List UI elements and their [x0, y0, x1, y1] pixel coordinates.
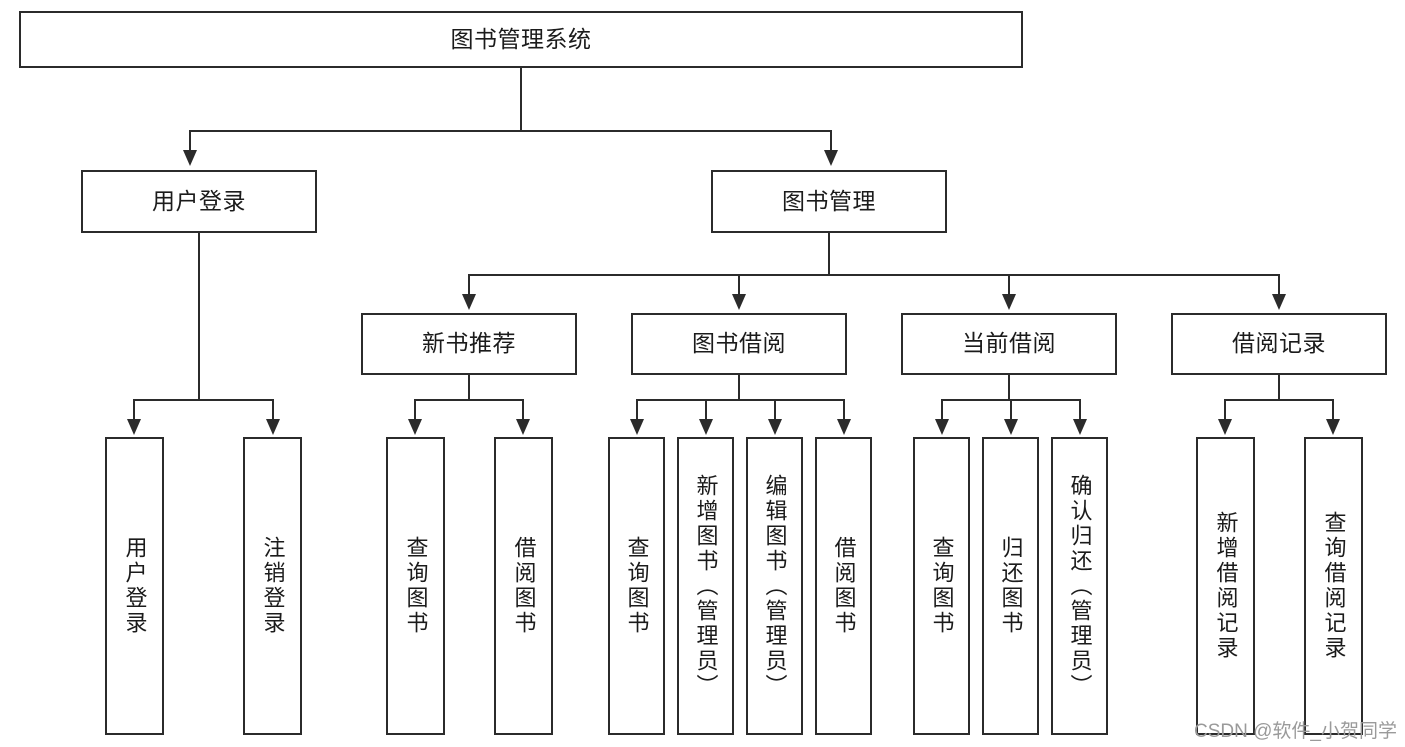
connector-book-mgmt-drop-3 — [1008, 274, 1010, 296]
arrowhead-book-borrow — [732, 294, 746, 310]
connector-borrow-record-stem — [1278, 375, 1280, 400]
connector-root-to-user-login — [189, 130, 191, 152]
node-leaf-confirm-return-admin[interactable]: 确认归还（管理员） — [1051, 437, 1108, 735]
node-current-borrow[interactable]: 当前借阅 — [901, 313, 1117, 375]
node-label: 查询借阅记录 — [1321, 511, 1347, 661]
arrowhead-current-borrow — [1002, 294, 1016, 310]
connector-borrow-record-drop-1 — [1224, 399, 1226, 421]
connector-current-borrow-drop-3 — [1079, 399, 1081, 421]
connector-book-borrow-bus — [636, 399, 845, 401]
connector-new-book-stem — [468, 375, 470, 400]
connector-borrow-record-drop-2 — [1332, 399, 1334, 421]
connector-root-to-book-mgmt — [830, 130, 832, 152]
node-borrow-record[interactable]: 借阅记录 — [1171, 313, 1387, 375]
node-leaf-borrow-book-new[interactable]: 借阅图书 — [494, 437, 553, 735]
node-leaf-user-login[interactable]: 用户登录 — [105, 437, 164, 735]
node-leaf-logout[interactable]: 注销登录 — [243, 437, 302, 735]
arrowhead-leaf-query-record — [1326, 419, 1340, 435]
arrowhead-leaf-user-login — [127, 419, 141, 435]
arrowhead-leaf-add-book — [699, 419, 713, 435]
node-label: 确认归还（管理员） — [1067, 473, 1093, 699]
connector-user-login-stem — [198, 233, 200, 400]
arrowhead-book-mgmt — [824, 150, 838, 166]
connector-book-borrow-drop-3 — [774, 399, 776, 421]
node-book-borrow[interactable]: 图书借阅 — [631, 313, 847, 375]
arrowhead-leaf-query-book-3 — [935, 419, 949, 435]
node-label: 用户登录 — [152, 187, 246, 214]
arrowhead-leaf-logout — [266, 419, 280, 435]
connector-book-borrow-drop-2 — [705, 399, 707, 421]
node-leaf-query-borrow-record[interactable]: 查询借阅记录 — [1304, 437, 1363, 735]
connector-user-login-bus — [133, 399, 274, 401]
node-label: 新增图书（管理员） — [693, 473, 719, 699]
node-leaf-query-book-current[interactable]: 查询图书 — [913, 437, 970, 735]
connector-new-book-drop-2 — [522, 399, 524, 421]
connector-new-book-drop-1 — [414, 399, 416, 421]
node-new-book-recommend[interactable]: 新书推荐 — [361, 313, 577, 375]
node-label: 新书推荐 — [422, 330, 516, 357]
arrowhead-leaf-query-book-2 — [630, 419, 644, 435]
node-label: 借阅记录 — [1232, 330, 1326, 357]
connector-book-borrow-drop-4 — [843, 399, 845, 421]
arrowhead-leaf-return-book — [1004, 419, 1018, 435]
connector-user-login-drop-1 — [133, 399, 135, 421]
connector-current-borrow-drop-2 — [1010, 399, 1012, 421]
node-label: 查询图书 — [624, 536, 650, 636]
node-label: 注销登录 — [260, 536, 286, 636]
connector-book-mgmt-bus — [468, 274, 1279, 276]
arrowhead-leaf-borrow-book-1 — [516, 419, 530, 435]
connector-book-mgmt-drop-4 — [1278, 274, 1280, 296]
connector-book-mgmt-drop-1 — [468, 274, 470, 296]
connector-current-borrow-drop-1 — [941, 399, 943, 421]
connector-new-book-bus — [414, 399, 524, 401]
arrowhead-leaf-borrow-book-2 — [837, 419, 851, 435]
connector-user-login-drop-2 — [272, 399, 274, 421]
node-leaf-add-book-admin[interactable]: 新增图书（管理员） — [677, 437, 734, 735]
node-leaf-query-book-borrow[interactable]: 查询图书 — [608, 437, 665, 735]
arrowhead-leaf-query-book-1 — [408, 419, 422, 435]
arrowhead-borrow-record — [1272, 294, 1286, 310]
node-label: 归还图书 — [998, 536, 1024, 636]
node-label: 图书管理 — [782, 187, 876, 214]
arrowhead-leaf-confirm-return — [1073, 419, 1087, 435]
node-label: 用户登录 — [122, 536, 148, 636]
node-leaf-add-borrow-record[interactable]: 新增借阅记录 — [1196, 437, 1255, 735]
arrowhead-new-book — [462, 294, 476, 310]
arrowhead-user-login — [183, 150, 197, 166]
connector-book-borrow-stem — [738, 375, 740, 400]
node-label: 借阅图书 — [511, 536, 537, 636]
node-label: 当前借阅 — [962, 330, 1056, 357]
node-leaf-query-book-new[interactable]: 查询图书 — [386, 437, 445, 735]
node-label: 借阅图书 — [831, 536, 857, 636]
node-leaf-borrow-book-borrow[interactable]: 借阅图书 — [815, 437, 872, 735]
connector-borrow-record-bus — [1224, 399, 1334, 401]
arrowhead-leaf-edit-book — [768, 419, 782, 435]
arrowhead-leaf-add-record — [1218, 419, 1232, 435]
node-label: 查询图书 — [929, 536, 955, 636]
connector-current-borrow-stem — [1008, 375, 1010, 400]
node-leaf-edit-book-admin[interactable]: 编辑图书（管理员） — [746, 437, 803, 735]
connector-book-borrow-drop-1 — [636, 399, 638, 421]
node-label: 新增借阅记录 — [1213, 511, 1239, 661]
connector-root-stem — [520, 68, 522, 131]
connector-book-mgmt-drop-2 — [738, 274, 740, 296]
node-root-system[interactable]: 图书管理系统 — [19, 11, 1023, 68]
node-label: 查询图书 — [403, 536, 429, 636]
node-leaf-return-book[interactable]: 归还图书 — [982, 437, 1039, 735]
node-user-login[interactable]: 用户登录 — [81, 170, 317, 233]
node-label: 编辑图书（管理员） — [762, 473, 788, 699]
connector-book-mgmt-stem — [828, 233, 830, 275]
node-label: 图书管理系统 — [450, 25, 592, 52]
watermark-text: CSDN @软件_小贺同学 — [1194, 721, 1397, 742]
node-book-management[interactable]: 图书管理 — [711, 170, 947, 233]
connector-root-bus — [189, 130, 832, 132]
node-label: 图书借阅 — [692, 330, 786, 357]
